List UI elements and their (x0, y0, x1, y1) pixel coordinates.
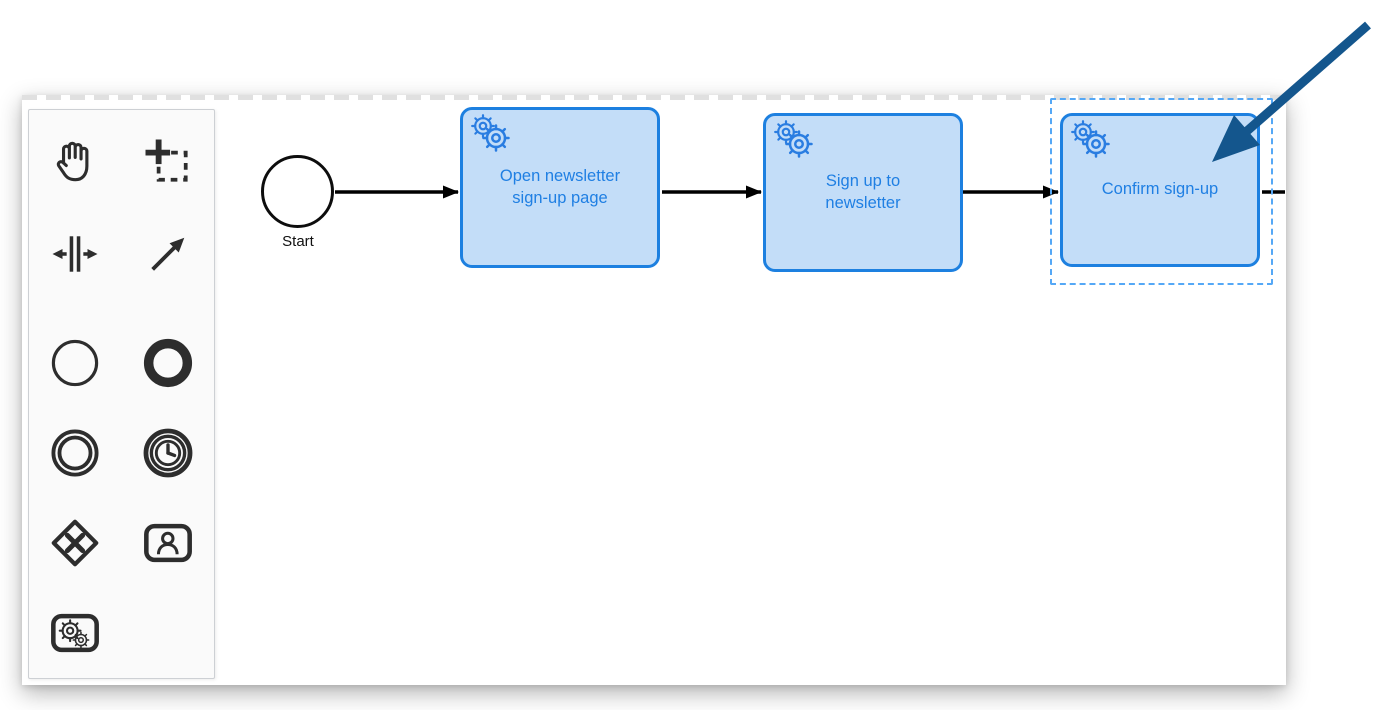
service-task-marker-icon (774, 120, 813, 158)
palette-create-timer-event[interactable] (124, 408, 212, 498)
task-sign-up-to-newsletter[interactable]: Sign up to newsletter (763, 113, 963, 272)
double-circle-icon (51, 429, 99, 477)
task-label-line: newsletter (825, 193, 901, 212)
user-task-icon (143, 523, 192, 563)
palette-create-start-event[interactable] (31, 318, 119, 408)
bpmn-palette (28, 109, 215, 679)
thin-circle-icon (52, 339, 99, 387)
thick-circle-icon (143, 338, 192, 388)
start-event[interactable] (261, 155, 334, 228)
palette-create-end-event[interactable] (124, 318, 212, 408)
hand-icon (57, 141, 89, 182)
diamond-x-icon (51, 519, 99, 567)
task-label-line: Sign up to (825, 171, 901, 190)
palette-tools-group (29, 116, 214, 300)
palette-lasso-tool[interactable] (124, 116, 212, 208)
palette-hand-tool[interactable] (31, 116, 119, 208)
palette-create-exclusive-gateway[interactable] (31, 498, 119, 588)
sequence-flow-layer (335, 185, 1285, 199)
task-open-newsletter-signup-page[interactable]: Open newsletter sign-up page (460, 107, 660, 268)
task-label-line: Confirm sign-up (1101, 180, 1219, 199)
timer-clock-icon (143, 428, 193, 478)
palette-global-connect-tool[interactable] (124, 208, 212, 300)
palette-space-tool[interactable] (31, 208, 119, 300)
task-confirm-sign-up[interactable]: Confirm sign-up (1060, 113, 1260, 267)
palette-create-service-task[interactable] (31, 588, 119, 678)
space-icon (52, 236, 98, 272)
service-task-icon (51, 613, 100, 653)
task-label-line: sign-up page (512, 188, 608, 207)
service-task-marker-icon (471, 114, 510, 152)
palette-create-intermediate-event[interactable] (31, 408, 119, 498)
lasso-icon (145, 139, 188, 182)
palette-elements-group (29, 318, 214, 678)
start-event-label: Start (282, 233, 314, 250)
bpmn-canvas[interactable]: Start Open newsletter sign-up page Sign … (22, 95, 1286, 685)
palette-create-user-task[interactable] (124, 498, 212, 588)
connection-arrow-icon (151, 237, 185, 271)
service-task-marker-icon (1071, 120, 1110, 158)
task-label-line: Open newsletter (499, 166, 621, 185)
